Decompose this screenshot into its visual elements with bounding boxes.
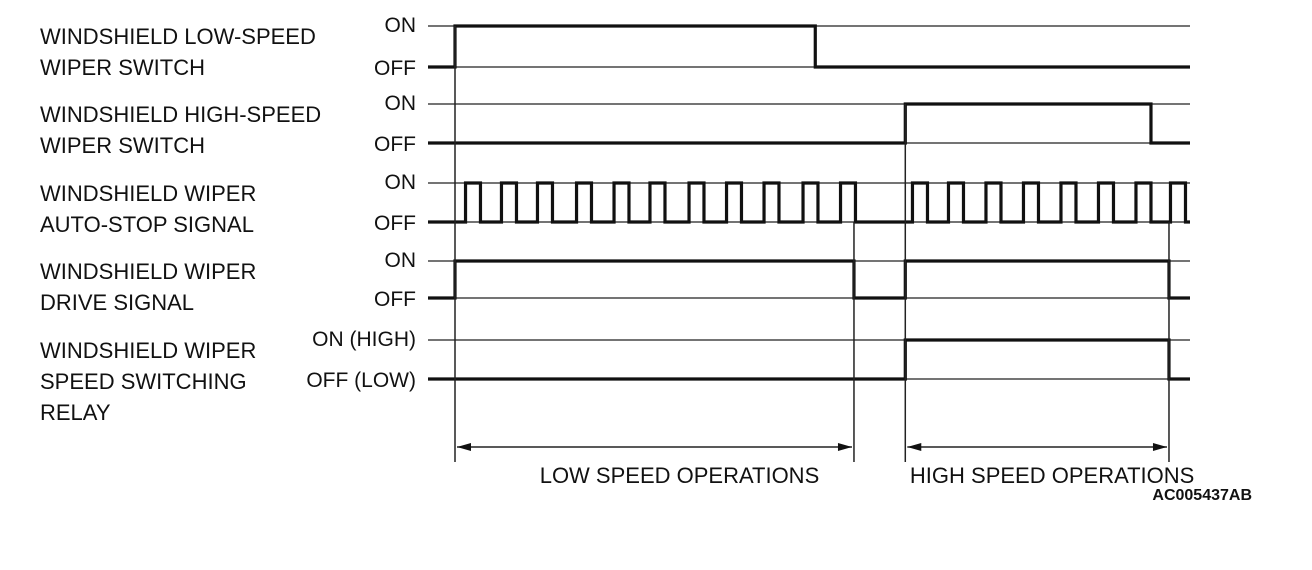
drive-signal-waveform [428,259,1190,300]
signal-label-line: WINDSHIELD WIPER [40,338,256,363]
off-state-label: OFF [374,57,416,80]
on-state-label: ON [385,249,417,272]
arrow-left-icon [907,443,922,451]
signal-label-line: WINDSHIELD HIGH-SPEED [40,102,321,127]
speed-switching-relay-waveform [428,338,1190,381]
arrow-right-icon [837,443,852,451]
signal-label-line: SPEED SWITCHING [40,369,247,394]
signal-label-line: WINDSHIELD LOW-SPEED [40,24,316,49]
operation-spans: LOW SPEED OPERATIONS HIGH SPEED OPERATION… [454,26,1194,488]
figure-id: AC005437AB [1152,487,1252,504]
on-state-label: ON (HIGH) [312,328,416,351]
signal-label-line: WIPER SWITCH [40,133,205,158]
on-state-label: ON [385,92,417,115]
waveforms [428,24,1190,381]
off-state-label: OFF [374,288,416,311]
signal-labels: WINDSHIELD LOW-SPEED WIPER SWITCH ON OFF WIN… [40,14,416,425]
off-state-label: OFF [374,133,416,156]
arrow-left-icon [457,443,471,451]
off-state-label: OFF (LOW) [306,369,416,392]
signal-label-line: DRIVE SIGNAL [40,290,194,315]
low-speed-switch-waveform [428,24,1190,69]
signal-label-line: WINDSHIELD WIPER [40,259,256,284]
span-label: HIGH SPEED OPERATIONS [910,463,1194,488]
span-label: LOW SPEED OPERATIONS [540,463,820,488]
signal-label-line: WINDSHIELD WIPER [40,181,256,206]
signal-label-line: WIPER SWITCH [40,55,205,80]
auto-stop-signal-waveform [428,181,1190,224]
arrow-right-icon [1152,443,1167,451]
on-state-label: ON [385,171,417,194]
on-state-label: ON [385,14,417,37]
off-state-label: OFF [374,212,416,235]
signal-label-line: RELAY [40,400,111,425]
signal-label-line: AUTO-STOP SIGNAL [40,212,254,237]
high-speed-switch-waveform [428,102,1190,145]
